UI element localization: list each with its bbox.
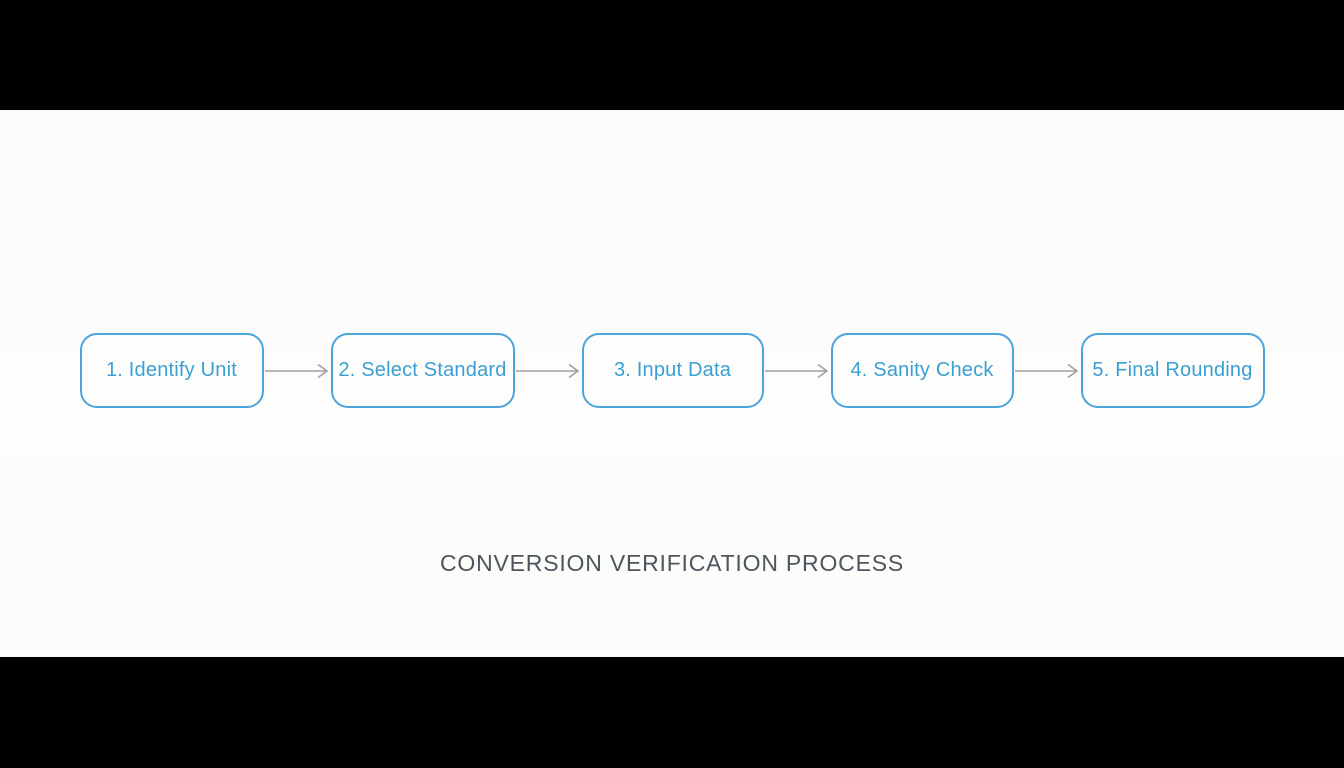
letterbox-top	[0, 0, 1344, 110]
step-box-identify-unit: 1. Identify Unit	[79, 333, 264, 408]
step-box-select-standard: 2. Select Standard	[330, 333, 515, 408]
step-label: 3. Input Data	[613, 359, 732, 381]
step-label: 2. Select Standard	[338, 359, 507, 381]
arrow-right-icon	[264, 363, 328, 378]
letterbox-bottom	[0, 657, 1344, 768]
step-box-final-rounding: 5. Final Rounding	[1080, 333, 1265, 408]
step-label: 5. Final Rounding	[1092, 359, 1253, 381]
arrow-right-icon	[764, 363, 828, 378]
step-box-input-data: 3. Input Data	[581, 333, 764, 408]
step-label: 4. Sanity Check	[850, 359, 994, 381]
arrow-right-icon	[1014, 363, 1078, 378]
arrow-right-icon	[515, 363, 579, 378]
slide-canvas: 1. Identify Unit 2. Select Standard 3. I…	[0, 110, 1344, 657]
diagram-title: CONVERSION VERIFICATION PROCESS	[440, 550, 904, 576]
step-label: 1. Identify Unit	[105, 359, 238, 381]
step-box-sanity-check: 4. Sanity Check	[830, 333, 1014, 408]
process-flow: 1. Identify Unit 2. Select Standard 3. I…	[0, 333, 1344, 408]
